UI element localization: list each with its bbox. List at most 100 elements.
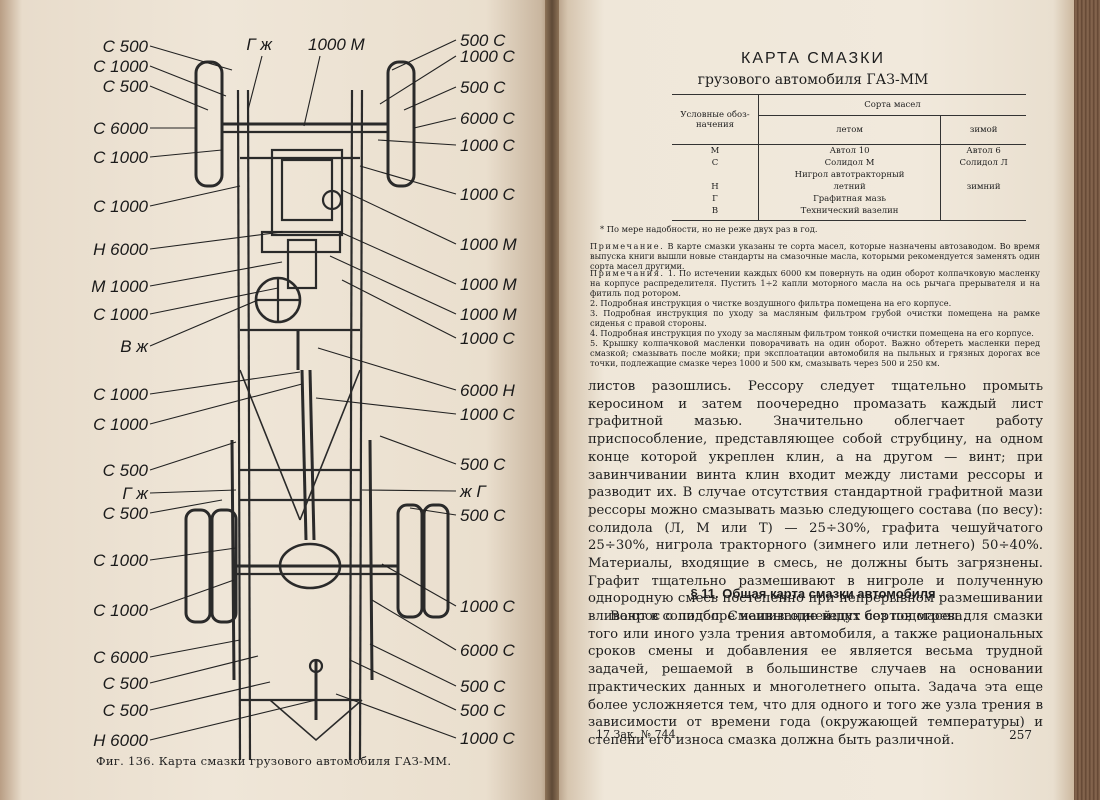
label-right: 6000 Н <box>460 381 516 400</box>
col-oil-header: Сорта масел <box>758 94 1026 116</box>
table-cell-summer: Технический вазелин <box>757 205 941 221</box>
table-cell-winter: зимний <box>940 181 1026 193</box>
leader-line <box>391 39 457 71</box>
labels-left: С 500 С 1000 С 500 С 6000 С 1000 С 1000 Н 6000… <box>91 37 149 750</box>
table-cell-winter <box>940 193 1026 205</box>
leader-line <box>379 55 457 105</box>
col-winter-header: зимой <box>940 115 1026 145</box>
label-left: С 6000 <box>93 119 148 138</box>
note-main-label: Примечание. <box>590 241 665 251</box>
note-main-text: В карте смазки указаны те сорта масел, к… <box>590 241 1041 271</box>
table-footnote: * По мере надобности, но не реже двух ра… <box>600 224 818 234</box>
figure-caption: Фиг. 136. Карта смазки грузового автомоб… <box>96 754 452 768</box>
page-number: 257 <box>1009 728 1032 742</box>
card-title: КАРТА СМАЗКИ <box>741 50 885 67</box>
leader-line <box>149 681 271 711</box>
label-left: М 1000 <box>91 277 148 296</box>
label-right: 6000 С <box>460 109 516 128</box>
leader-line <box>303 55 321 127</box>
leader-line <box>329 255 457 315</box>
label-left: В ж <box>120 337 149 356</box>
label-left: С 1000 <box>93 57 148 76</box>
chassis-lubrication-diagram: С 500 С 1000 С 500 С 6000 С 1000 С 1000 Н 6000… <box>91 31 518 761</box>
label-right: ж Г <box>459 482 487 501</box>
label-right: 1000 М <box>460 235 518 254</box>
leader-line <box>369 643 457 687</box>
note-item: 4. Подробная инструкция по уходу за масл… <box>590 328 1034 338</box>
label-right: 500 С <box>460 701 506 720</box>
label-right: 500 С <box>460 506 506 525</box>
leader-line <box>149 65 227 97</box>
label-left: Н 6000 <box>93 731 148 750</box>
table-cell-code: Н <box>711 182 719 192</box>
label-right: 1000 С <box>460 597 516 616</box>
leader-line <box>315 397 457 415</box>
label-left: С 1000 <box>93 551 148 570</box>
leader-lines <box>149 39 457 741</box>
book-spine <box>545 0 559 800</box>
right-page: КАРТА СМАЗКИ грузового автомобиля ГАЗ-ММ… <box>552 0 1074 800</box>
notes-label: Примечания. <box>590 268 665 278</box>
paragraph-continue: листов разошлись. Рессору следует тщател… <box>588 379 1043 625</box>
table-cell-summer: Графитная мазь <box>757 193 941 205</box>
leader-line <box>359 165 457 195</box>
leader-line <box>339 231 457 285</box>
label-right: 1000 С <box>460 329 516 348</box>
table-cell-winter: Автол 6 <box>940 144 1026 157</box>
label-right: 1000 М <box>460 305 518 324</box>
note-item: 3. Подробная инструкция по уходу за масл… <box>590 308 1040 328</box>
leader-line <box>149 149 223 158</box>
label-right: 1000 С <box>460 47 516 66</box>
leader-line <box>149 299 259 347</box>
labels-right: 500 С 1000 С 500 С 6000 С 1000 С 1000 С 1000 М… <box>459 31 518 748</box>
col-conditional-header: Условные обоз- начения <box>672 94 759 145</box>
label-left: С 1000 <box>93 601 148 620</box>
table-cell-summer: Солидол М <box>757 157 941 169</box>
leader-line <box>361 489 457 492</box>
leader-line <box>149 441 237 471</box>
leader-line <box>335 693 457 739</box>
label-right: 500 С <box>460 78 506 97</box>
leader-line <box>149 85 209 111</box>
table-cell-code: В <box>672 205 759 221</box>
label-left: С 500 <box>103 701 149 720</box>
label-right: 6000 С <box>460 641 516 660</box>
labels-top: Г ж 1000 М <box>246 35 365 54</box>
label-left: С 500 <box>103 504 149 523</box>
label-left: С 1000 <box>93 197 148 216</box>
label-left: С 6000 <box>93 648 148 667</box>
table-cell-winter: Солидол Л <box>940 157 1026 169</box>
leader-line <box>341 279 457 339</box>
card-subtitle: грузового автомобиля ГАЗ-ММ <box>697 72 929 88</box>
notes-list: Примечания. 1. По истечении каждых 6000 … <box>590 268 1040 368</box>
label-left: С 1000 <box>93 385 148 404</box>
label-right: 500 С <box>460 677 506 696</box>
leader-line <box>377 139 457 146</box>
label-right: 1000 С <box>460 405 516 424</box>
leader-line <box>149 639 241 658</box>
label-top: Г ж <box>246 35 273 54</box>
label-right: 1000 С <box>460 185 516 204</box>
leader-line <box>149 371 301 395</box>
leader-line <box>149 261 283 287</box>
label-left: С 500 <box>103 674 149 693</box>
label-right: 1000 М <box>460 275 518 294</box>
note-item: 5. Крышку колпачковой масленки поворачив… <box>590 338 1040 368</box>
leader-line <box>149 579 235 611</box>
leader-line <box>149 45 233 71</box>
table-row: Нигрол автотракторный <box>672 169 1026 181</box>
label-top: 1000 М <box>308 35 366 54</box>
leader-line <box>149 287 279 315</box>
label-right: 1000 С <box>460 136 516 155</box>
note-item: 1. По истечении каждых 6000 км повернуть… <box>590 268 1041 298</box>
label-right: 1000 С <box>460 729 516 748</box>
leader-line <box>149 231 283 250</box>
left-page: С 500 С 1000 С 500 С 6000 С 1000 С 1000 Н 6000… <box>0 0 552 800</box>
leader-line <box>371 599 457 651</box>
